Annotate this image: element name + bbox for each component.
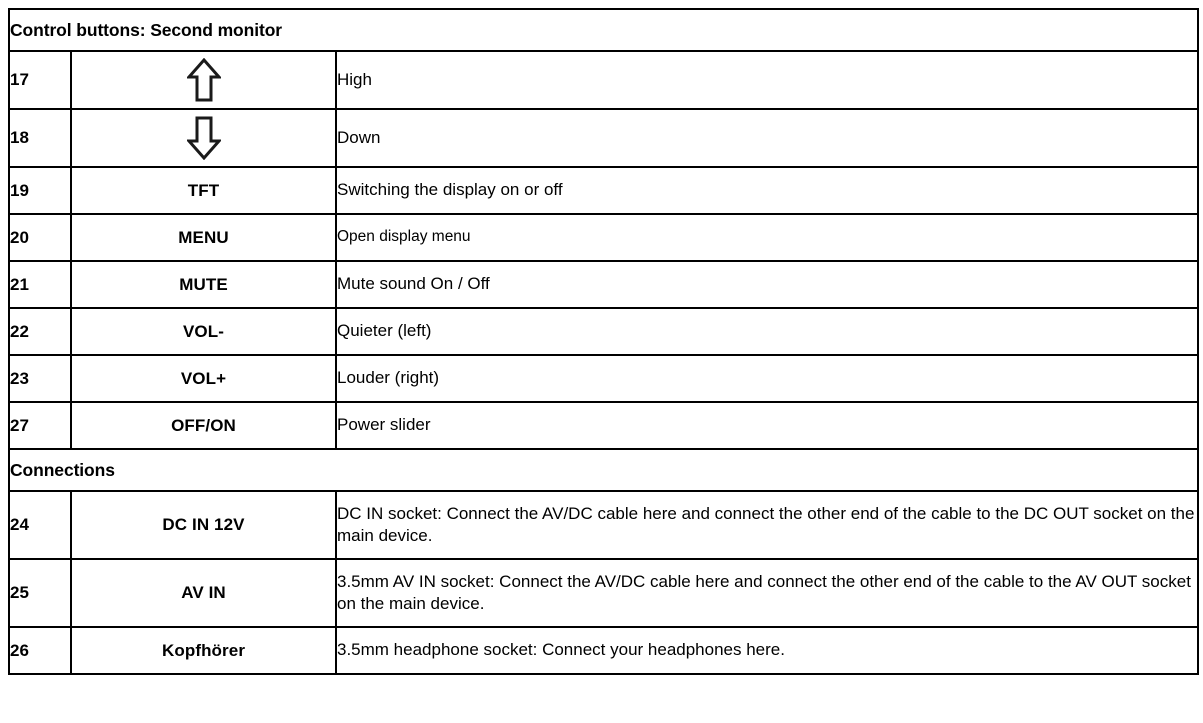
table-row: 19 TFT Switching the display on or off	[8, 166, 1200, 215]
row-number: 26	[8, 626, 72, 675]
row-number: 24	[8, 490, 72, 560]
control-buttons-table: Control buttons: Second monitor 17 High …	[7, 8, 1200, 675]
table-row: 27 OFF/ON Power slider	[8, 401, 1200, 450]
row-button-label: MUTE	[70, 260, 337, 309]
row-button-label: TFT	[70, 166, 337, 215]
table-row: 18 Down	[8, 108, 1200, 168]
row-number: 21	[8, 260, 72, 309]
row-button-label: VOL-	[70, 307, 337, 356]
table-row: 20 MENU Open display menu	[8, 213, 1200, 262]
table-row: 22 VOL- Quieter (left)	[8, 307, 1200, 356]
row-number: 22	[8, 307, 72, 356]
row-button-label: VOL+	[70, 354, 337, 403]
row-number: 20	[8, 213, 72, 262]
row-description: 3.5mm headphone socket: Connect your hea…	[334, 626, 1200, 675]
row-description: 3.5mm AV IN socket: Connect the AV/DC ca…	[334, 558, 1200, 628]
row-button-label	[70, 108, 337, 168]
table-row: 17 High	[8, 50, 1200, 110]
table-row: 24 DC IN 12V DC IN socket: Connect the A…	[8, 490, 1200, 560]
row-description: Louder (right)	[334, 354, 1200, 403]
row-number: 19	[8, 166, 72, 215]
row-number: 25	[8, 558, 72, 628]
row-button-label: MENU	[70, 213, 337, 262]
row-description: DC IN socket: Connect the AV/DC cable he…	[334, 490, 1200, 560]
section-title-connections: Connections	[7, 448, 1200, 492]
row-description: High	[334, 50, 1200, 110]
row-description: Switching the display on or off	[334, 166, 1200, 215]
section-header-row: Connections	[7, 448, 1200, 492]
table-row: 23 VOL+ Louder (right)	[8, 354, 1200, 403]
row-number: 17	[8, 50, 72, 110]
row-number: 23	[8, 354, 72, 403]
row-button-label	[70, 50, 337, 110]
section-header-row: Control buttons: Second monitor	[7, 8, 1200, 52]
row-button-label: OFF/ON	[70, 401, 337, 450]
row-button-label: DC IN 12V	[70, 490, 337, 560]
table-row: 25 AV IN 3.5mm AV IN socket: Connect the…	[8, 558, 1200, 628]
row-description: Open display menu	[334, 213, 1200, 262]
table-row: 26 Kopfhörer 3.5mm headphone socket: Con…	[8, 626, 1200, 675]
arrow-down-icon	[72, 110, 335, 166]
row-description: Power slider	[334, 401, 1200, 450]
row-button-label: AV IN	[70, 558, 337, 628]
row-description: Mute sound On / Off	[334, 260, 1200, 309]
row-number: 18	[8, 108, 72, 168]
table-row: 21 MUTE Mute sound On / Off	[8, 260, 1200, 309]
row-description: Quieter (left)	[334, 307, 1200, 356]
row-description: Down	[334, 108, 1200, 168]
section-title-control-buttons: Control buttons: Second monitor	[7, 8, 1200, 52]
row-button-label: Kopfhörer	[70, 626, 337, 675]
row-number: 27	[8, 401, 72, 450]
arrow-up-icon	[72, 52, 335, 108]
